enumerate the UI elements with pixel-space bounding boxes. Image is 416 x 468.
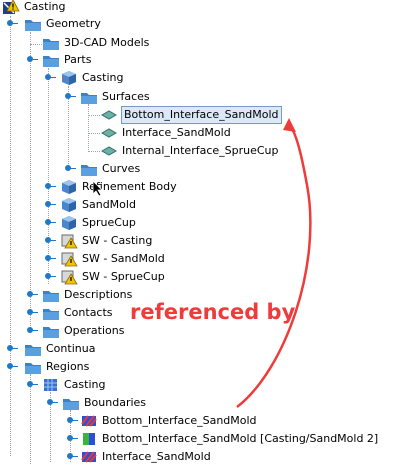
sw-casting-toggle[interactable] (44, 236, 56, 245)
refinement-body-toggle[interactable] (44, 182, 56, 191)
tree-item-surface-bottom-interface[interactable]: Bottom_Interface_SandMold (100, 106, 282, 124)
part-cube-icon (60, 197, 78, 213)
geometry-toggle[interactable] (6, 19, 18, 28)
tree-item-contacts[interactable]: Contacts (42, 304, 113, 322)
solidworks-part-warning-icon (60, 269, 78, 285)
curves-toggle[interactable] (64, 164, 76, 173)
tree-item-continua[interactable]: Continua (24, 340, 95, 358)
boundary-2-toggle[interactable] (66, 434, 78, 443)
tree-item-spruecup[interactable]: SprueCup (60, 214, 136, 232)
folder-icon (42, 323, 60, 339)
folder-icon (24, 16, 42, 32)
casting-part-toggle[interactable] (44, 73, 56, 82)
tree-root[interactable]: Casting (2, 0, 65, 16)
tree-item-sw-sandmold[interactable]: SW - SandMold (60, 250, 165, 268)
tree-item-operations[interactable]: Operations (42, 322, 124, 340)
sandmold-toggle[interactable] (44, 200, 56, 209)
folder-icon (80, 161, 98, 177)
boundary-interface-icon (80, 449, 98, 465)
boundary-3-toggle[interactable] (66, 452, 78, 461)
folder-icon (42, 52, 60, 68)
region-casting-toggle[interactable] (26, 380, 38, 389)
spruecup-toggle[interactable] (44, 218, 56, 227)
tree-item-surface-interface-sandmold[interactable]: Interface_SandMold (100, 124, 231, 142)
part-cube-icon (60, 215, 78, 231)
boundary-contact-icon (80, 431, 98, 447)
sw-spruecup-toggle[interactable] (44, 272, 56, 281)
part-cube-icon (60, 179, 78, 195)
surface-icon (100, 107, 118, 123)
solidworks-part-warning-icon (60, 233, 78, 249)
tree-item-descriptions[interactable]: Descriptions (42, 286, 132, 304)
tree-item-sw-casting[interactable]: SW - Casting (60, 232, 152, 250)
tree-item-refinement-body[interactable]: Refinement Body (60, 178, 177, 196)
boundary-1-toggle[interactable] (66, 416, 78, 425)
folder-icon (42, 35, 60, 51)
regions-toggle[interactable] (6, 362, 18, 371)
folder-icon (62, 395, 80, 411)
tree-item-parts[interactable]: Parts (42, 51, 91, 69)
tree-item-surfaces[interactable]: Surfaces (80, 88, 150, 106)
tree-item-boundary-bottom-interface-casting-sandmold[interactable]: Bottom_Interface_SandMold [Casting/SandM… (80, 430, 378, 448)
sw-sandmold-toggle[interactable] (44, 254, 56, 263)
tree-item-regions[interactable]: Regions (24, 358, 89, 376)
folder-icon (24, 359, 42, 375)
part-cube-icon (60, 70, 78, 86)
boundaries-toggle[interactable] (46, 398, 58, 407)
mouse-cursor-icon (92, 180, 103, 200)
tree-item-boundary-bottom-interface[interactable]: Bottom_Interface_SandMold (80, 412, 257, 430)
tree-item-curves[interactable]: Curves (80, 160, 140, 178)
tree-item-casting-part[interactable]: Casting (60, 69, 123, 87)
tree-item-sandmold[interactable]: SandMold (60, 196, 136, 214)
surfaces-toggle[interactable] (64, 92, 76, 101)
operations-toggle[interactable] (26, 326, 38, 335)
tree-item-3d-cad-models[interactable]: 3D-CAD Models (42, 34, 149, 52)
tree-item-boundary-interface-sandmold[interactable]: Interface_SandMold (80, 448, 211, 466)
annotation-referenced-by: referenced by (130, 300, 296, 324)
root-label: Casting (24, 0, 66, 13)
contacts-toggle[interactable] (26, 308, 38, 317)
tree-item-surface-internal-interface[interactable]: Internal_Interface_SprueCup (100, 142, 279, 160)
folder-icon (42, 305, 60, 321)
folder-icon (42, 287, 60, 303)
tree-item-region-casting[interactable]: Casting (42, 376, 105, 394)
surface-icon (100, 125, 118, 141)
simulation-icon (2, 0, 20, 15)
region-mesh-icon (42, 377, 60, 393)
folder-icon (80, 89, 98, 105)
surface-icon (100, 143, 118, 159)
continua-toggle[interactable] (6, 344, 18, 353)
folder-icon (24, 341, 42, 357)
parts-toggle[interactable] (26, 55, 38, 64)
tree-item-boundaries[interactable]: Boundaries (62, 394, 146, 412)
tree-item-geometry[interactable]: Geometry (24, 15, 101, 33)
solidworks-part-warning-icon (60, 251, 78, 267)
tree-item-sw-spruecup[interactable]: SW - SprueCup (60, 268, 165, 286)
boundary-interface-icon (80, 413, 98, 429)
descriptions-toggle[interactable] (26, 290, 38, 299)
